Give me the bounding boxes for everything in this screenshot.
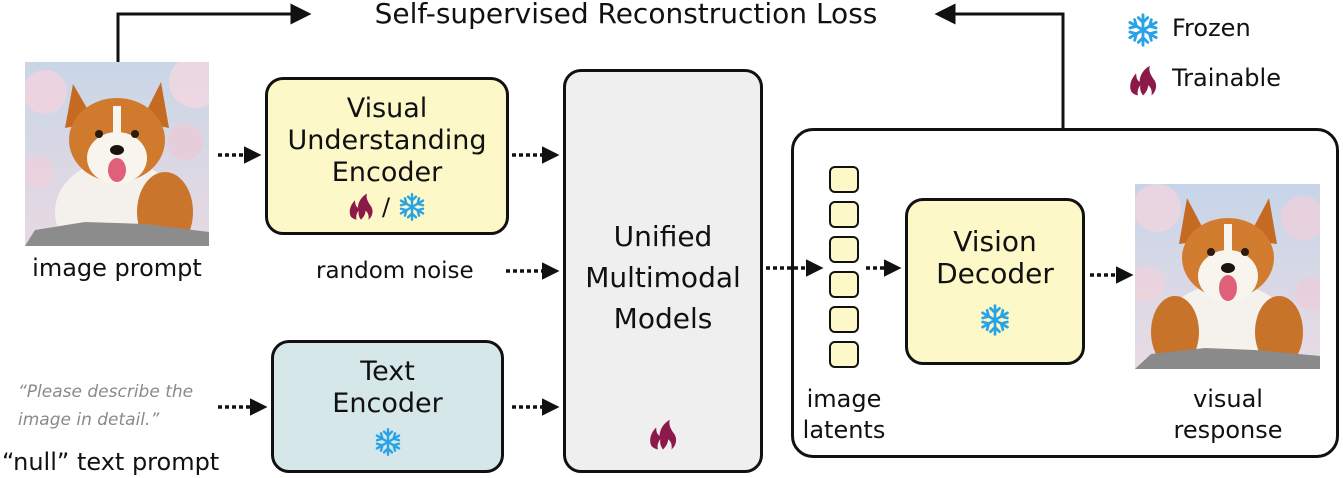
vision-decoder-line1: Vision	[953, 224, 1037, 258]
snowflake-icon	[977, 302, 1013, 338]
visual-encoder-line3: Encoder	[331, 157, 443, 188]
loss-arrow-left	[116, 3, 312, 62]
text-prompt-quote-line1: “Please describe the	[18, 382, 194, 402]
latent-token	[829, 341, 859, 368]
legend-trainable-icon	[1126, 63, 1160, 99]
unified-multimodal-models: Unified Multimodal Models	[563, 69, 763, 473]
output-dog-photo	[1135, 184, 1320, 369]
loss-arrow-right	[934, 3, 1065, 128]
snowflake-icon	[372, 426, 404, 458]
latents-line2: latents	[802, 416, 886, 444]
image-latents-label: image latents	[784, 384, 904, 446]
frozen-trainable-separator: /	[381, 193, 391, 221]
vision-decoder-line2: Decoder	[936, 256, 1054, 290]
umm-line2: Multimodal	[585, 261, 741, 294]
response-line2: response	[1173, 416, 1283, 444]
latents-line1: image	[806, 385, 882, 413]
latent-token	[829, 236, 859, 263]
snowflake-icon	[396, 191, 428, 223]
random-noise-label: random noise	[316, 258, 474, 284]
loss-title: Self-supervised Reconstruction Loss	[374, 0, 878, 30]
latent-token	[829, 271, 859, 298]
vision-decoder: Vision Decoder	[905, 198, 1085, 365]
flame-icon	[646, 417, 680, 453]
text-prompt-quote-line2: image in detail.”	[18, 410, 160, 430]
visual-encoder-line2: Understanding	[287, 125, 487, 156]
visual-encoder-line1: Visual	[346, 93, 428, 124]
latent-token	[829, 306, 859, 333]
decoder-group	[791, 128, 1339, 458]
legend-frozen-icon	[1124, 11, 1162, 49]
flame-icon	[346, 191, 376, 223]
text-encoder-line2: Encoder	[332, 387, 443, 419]
umm-line1: Unified	[613, 220, 713, 253]
null-text-prompt-label: “null” text prompt	[2, 448, 220, 476]
legend-frozen-label: Frozen	[1172, 14, 1251, 42]
text-encoder: Text Encoder	[271, 340, 504, 473]
input-dog-photo	[25, 62, 209, 246]
visual-understanding-encoder: Visual Understanding Encoder /	[265, 77, 509, 235]
latent-token	[829, 166, 859, 193]
umm-line3: Models	[613, 302, 713, 335]
response-line1: visual	[1193, 385, 1263, 413]
text-encoder-line1: Text	[360, 355, 415, 387]
visual-response-label: visual response	[1148, 384, 1308, 446]
image-prompt-label: image prompt	[32, 254, 202, 282]
latent-token	[829, 201, 859, 228]
legend-trainable-label: Trainable	[1172, 64, 1281, 92]
